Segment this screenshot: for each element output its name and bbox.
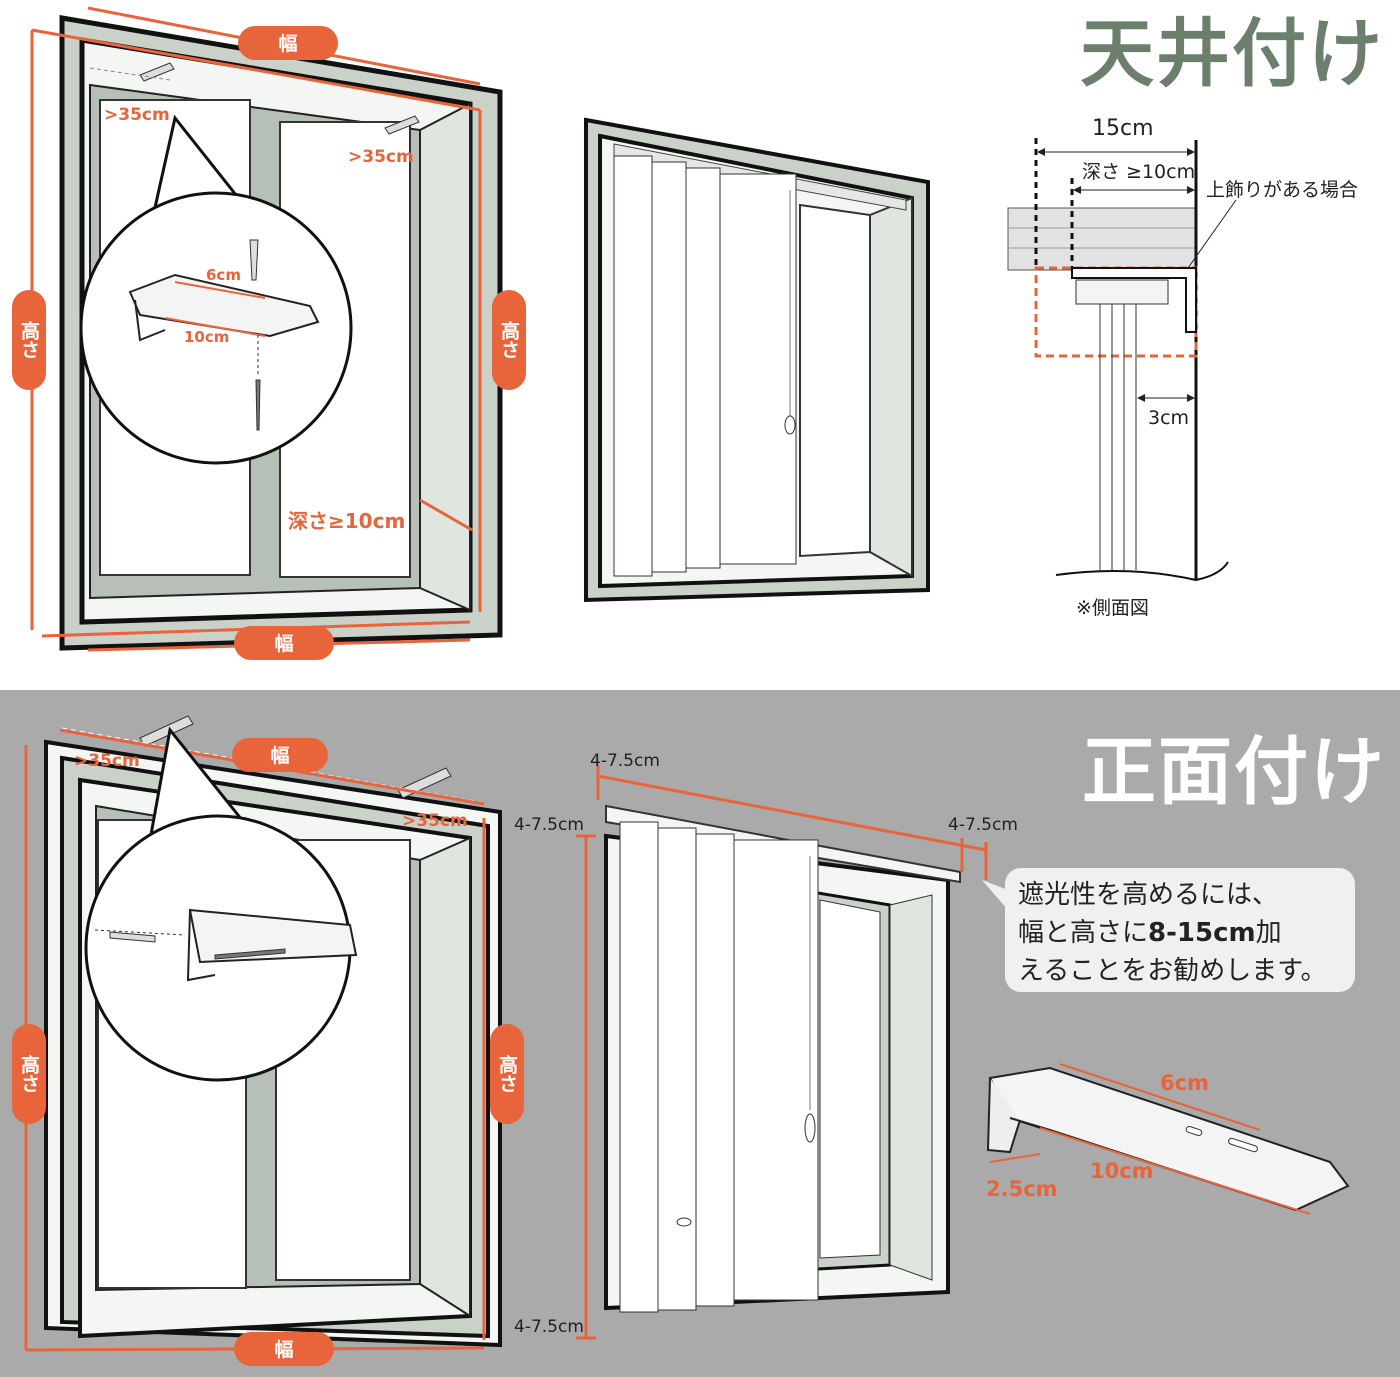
- top-depth-label: 深さ≥10cm: [288, 509, 405, 533]
- bottom-width-label-low: 幅: [274, 1338, 293, 1361]
- bottom-height-label-right: 高さ: [496, 1054, 518, 1093]
- side-total-label: 15cm: [1092, 116, 1154, 141]
- top-bracket-width-label: 6cm: [206, 266, 241, 284]
- bracket-depth-label: 2.5cm: [986, 1177, 1058, 1201]
- margin-label-right: 4-7.5cm: [948, 815, 1018, 835]
- bottom-window-diagram: [24, 715, 502, 1352]
- front-mount-title: 正面付け: [1082, 729, 1386, 815]
- bottom-width-pill-low: 幅: [234, 1332, 334, 1366]
- note-text: 遮光性を高めるには、 幅と高さに8-15cm加 えることをお勧めします。: [1018, 876, 1358, 990]
- note-line-2: 幅と高さに8-15cm加: [1018, 914, 1358, 952]
- top-height-label-right: 高さ: [498, 320, 520, 359]
- note-line-2-bold: 8-15cm: [1148, 918, 1256, 948]
- bottom-width-label: 幅: [270, 744, 289, 767]
- note-line-3: えることをお勧めします。: [1018, 956, 1327, 986]
- note-bubble-tail: [982, 880, 1008, 910]
- side-valance-label: 上飾りがある場合: [1206, 179, 1358, 201]
- note-line-1: 遮光性を高めるには、: [1018, 880, 1279, 910]
- margin-label-left-top: 4-7.5cm: [514, 815, 584, 835]
- bottom-height-pill-right: 高さ: [490, 1024, 524, 1124]
- side-depth-label: 深さ ≥10cm: [1082, 161, 1195, 183]
- bracket-detail: [986, 1063, 1350, 1215]
- top-height-pill-left: 高さ: [12, 290, 46, 390]
- top-height-label-left: 高さ: [18, 320, 40, 359]
- top-width-label: 幅: [278, 32, 297, 55]
- bottom-width-pill: 幅: [232, 738, 328, 772]
- note-line-2-pre: 幅と高さに: [1018, 918, 1149, 948]
- note-bubble: [1005, 868, 1355, 992]
- margin-label-left-bottom: 4-7.5cm: [514, 1317, 584, 1337]
- top-window-diagram: [30, 6, 503, 652]
- top-height-pill-right: 高さ: [492, 290, 526, 390]
- bottom-gap-label-left: >35cm: [74, 751, 140, 771]
- bottom-height-pill-left: 高さ: [12, 1024, 46, 1124]
- side-view-diagram: [1007, 138, 1237, 582]
- top-blind-illustration: [584, 117, 930, 603]
- top-width-label-bottom: 幅: [274, 632, 293, 655]
- top-bracket-length-label: 10cm: [184, 328, 229, 346]
- bottom-gap-label-right: >35cm: [402, 811, 468, 831]
- ceiling-mount-title: 天井付け: [1080, 11, 1384, 97]
- top-gap-label-right: >35cm: [348, 147, 414, 167]
- top-width-pill-top: 幅: [238, 26, 338, 60]
- bottom-blind-illustration: [576, 766, 988, 1340]
- note-line-2-post: 加: [1255, 918, 1282, 948]
- margin-label-top: 4-7.5cm: [590, 751, 660, 771]
- top-gap-label-left: >35cm: [104, 105, 170, 125]
- side-view-caption: ※側面図: [1076, 597, 1149, 619]
- top-width-pill-bottom: 幅: [234, 626, 334, 660]
- bracket-width-label: 6cm: [1160, 1071, 1209, 1095]
- bottom-height-label-left: 高さ: [18, 1054, 40, 1093]
- side-gap-label: 3cm: [1148, 407, 1189, 429]
- bracket-length-label: 10cm: [1090, 1159, 1154, 1183]
